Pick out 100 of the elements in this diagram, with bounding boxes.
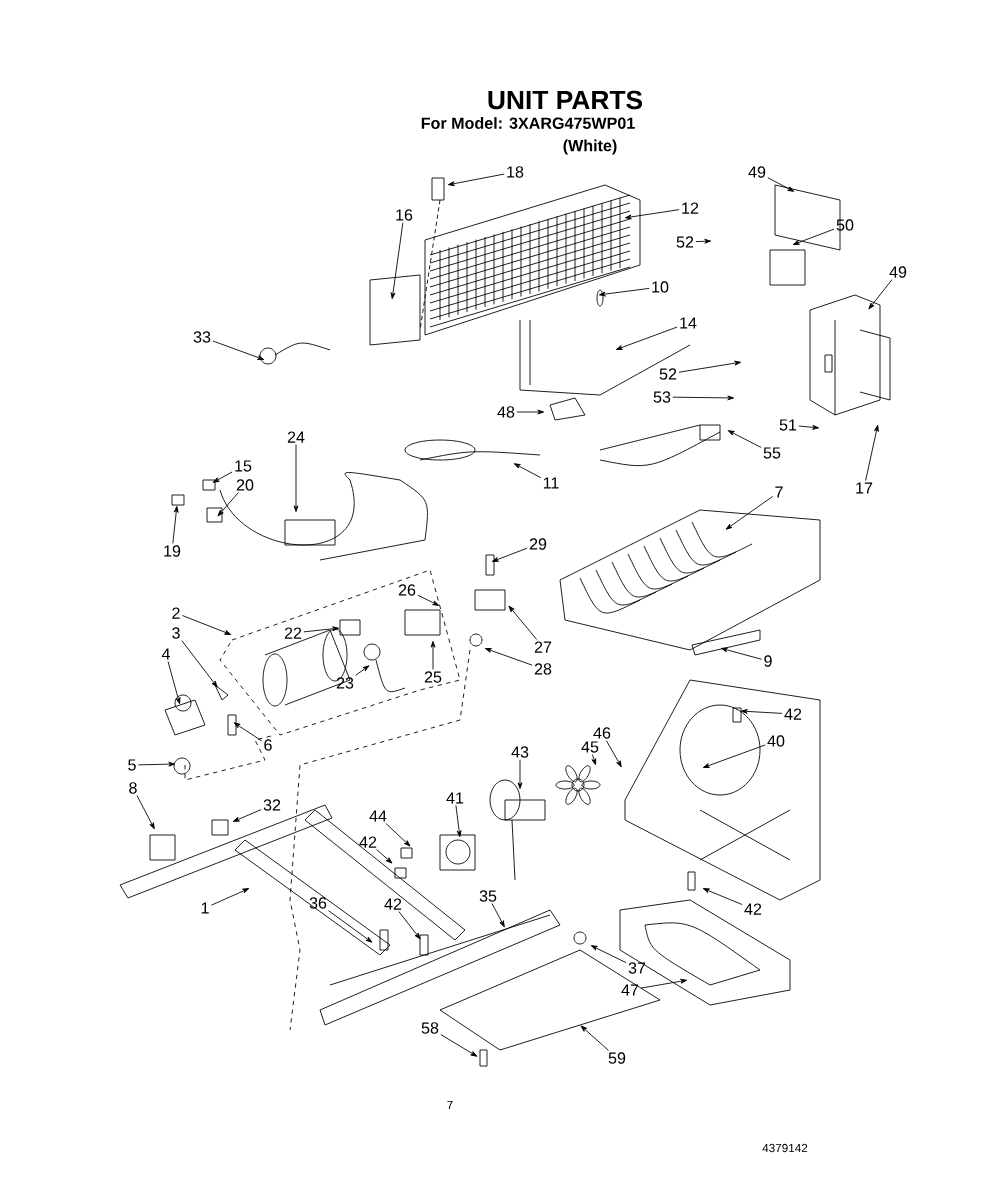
callout-number: 58	[421, 1022, 439, 1034]
callout-number: 41	[446, 792, 464, 804]
leader-line	[517, 759, 523, 790]
callout-number: 19	[164, 545, 181, 557]
leader-line	[580, 1025, 609, 1051]
leader-line	[624, 209, 680, 220]
callout-number: 15	[235, 460, 252, 472]
part-number: 4379142	[762, 1143, 808, 1153]
leader-line	[328, 910, 373, 943]
leader-line	[385, 823, 411, 847]
callout-number: 9	[764, 655, 772, 667]
leader-line	[640, 978, 688, 989]
callout-number: 42	[359, 836, 377, 848]
leader-line	[695, 238, 712, 244]
leader-line	[702, 888, 743, 905]
callout-number: 28	[534, 663, 552, 675]
leader-line	[672, 395, 735, 401]
leader-line	[516, 409, 545, 415]
leader-line	[430, 640, 436, 670]
leader-line	[702, 744, 766, 768]
leader-line	[137, 761, 176, 767]
color-label: (White)	[563, 139, 617, 155]
callout-number: 50	[836, 219, 854, 231]
callout-number: 53	[653, 391, 671, 403]
callout-number: 12	[682, 202, 699, 214]
callout-number: 37	[628, 962, 646, 974]
callout-number: 4	[161, 648, 170, 660]
callout-number: 40	[767, 735, 785, 747]
callout-number: 26	[398, 584, 416, 596]
callout-number: 36	[309, 897, 327, 909]
leader-line	[508, 605, 538, 640]
leader-line	[725, 496, 774, 530]
callout-number: 5	[128, 759, 136, 771]
leader-line	[792, 228, 835, 245]
callout-number: 49	[889, 266, 907, 278]
callout-number: 2	[172, 607, 180, 619]
leader-line	[181, 615, 232, 635]
leader-line	[136, 795, 155, 830]
title: UNIT PARTS	[488, 90, 643, 110]
callout-number: 35	[479, 890, 497, 902]
leader-line	[212, 471, 233, 483]
callout-number: 29	[529, 538, 547, 550]
leader-line	[172, 505, 179, 544]
callout-number: 8	[129, 782, 137, 794]
leader-line	[233, 722, 263, 742]
callout-number: 49	[748, 166, 766, 178]
leader-line	[491, 547, 528, 562]
callout-number: 33	[193, 331, 211, 343]
leader-line	[484, 648, 533, 666]
leader-line	[720, 647, 763, 660]
callout-number: 20	[236, 479, 254, 491]
leader-line	[868, 279, 893, 310]
page-number: 7	[447, 1101, 453, 1110]
leader-line	[678, 360, 742, 373]
leader-line	[591, 754, 597, 766]
callout-number: 11	[543, 477, 559, 489]
leader-line	[727, 430, 762, 448]
leader-line	[447, 173, 505, 186]
callout-number: 59	[608, 1052, 626, 1064]
callout-number: 42	[744, 903, 762, 915]
callout-number: 25	[424, 671, 442, 683]
callout-number: 55	[763, 447, 781, 459]
callout-number: 10	[652, 281, 669, 293]
leader-line	[798, 424, 820, 430]
leader-line	[455, 805, 462, 838]
callout-number: 48	[497, 406, 515, 418]
callout-number: 47	[621, 984, 639, 996]
leader-line	[513, 463, 542, 479]
leader-line	[598, 287, 650, 297]
callout-number: 32	[263, 799, 281, 811]
callout-number: 43	[511, 746, 529, 758]
callout-number: 44	[369, 810, 387, 822]
leader-line	[440, 1034, 478, 1057]
callout-number: 27	[534, 641, 552, 653]
leader-line	[491, 903, 505, 928]
leader-line	[217, 492, 239, 517]
leader-line	[605, 740, 622, 768]
callout-number: 14	[680, 317, 697, 329]
callout-number: 7	[775, 486, 783, 498]
callout-number: 42	[384, 898, 402, 910]
callout-number: 23	[336, 677, 354, 689]
model-label: For Model: 3XARG475WP01	[421, 117, 635, 129]
leader-line	[212, 340, 265, 360]
leader-line	[181, 640, 218, 688]
leader-line	[293, 444, 299, 513]
callout-number: 18	[507, 166, 524, 178]
callout-number: 42	[784, 708, 802, 720]
leader-line	[740, 709, 783, 714]
leader-line	[210, 888, 250, 906]
leader-line	[398, 911, 421, 940]
leader-line	[167, 661, 181, 705]
leader-line	[355, 665, 370, 676]
callout-number: 16	[396, 209, 413, 221]
callout-number: 52	[659, 368, 677, 380]
leader-line	[417, 594, 440, 606]
leader-line	[865, 424, 879, 481]
callout-number: 17	[856, 482, 873, 494]
callout-number: 46	[593, 727, 611, 739]
callout-number: 3	[172, 627, 180, 639]
leader-line	[376, 849, 393, 864]
